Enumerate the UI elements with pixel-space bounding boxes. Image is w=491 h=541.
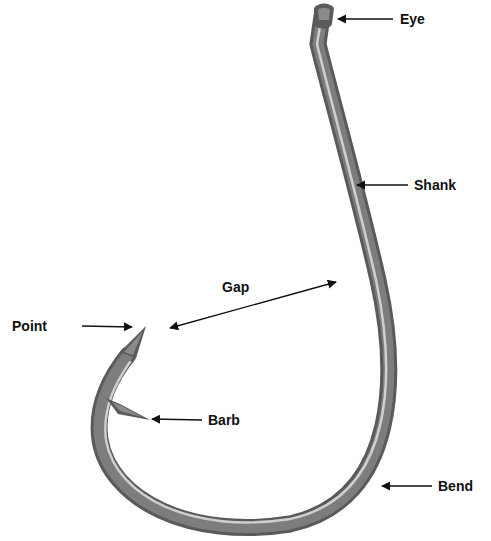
part-label: Gap — [222, 280, 249, 294]
leader-line — [152, 419, 202, 420]
part-label: Eye — [400, 12, 425, 26]
leader-line — [170, 282, 336, 328]
leader-line — [82, 326, 132, 327]
part-label: Barb — [208, 413, 240, 427]
leader-arrows — [82, 19, 432, 486]
leader-line — [338, 18, 393, 19]
leader-line — [382, 485, 432, 486]
part-label: Shank — [414, 178, 456, 192]
part-label: Bend — [438, 479, 473, 493]
fish-hook — [99, 4, 389, 528]
part-label: Point — [12, 319, 47, 333]
leader-line — [357, 184, 408, 185]
